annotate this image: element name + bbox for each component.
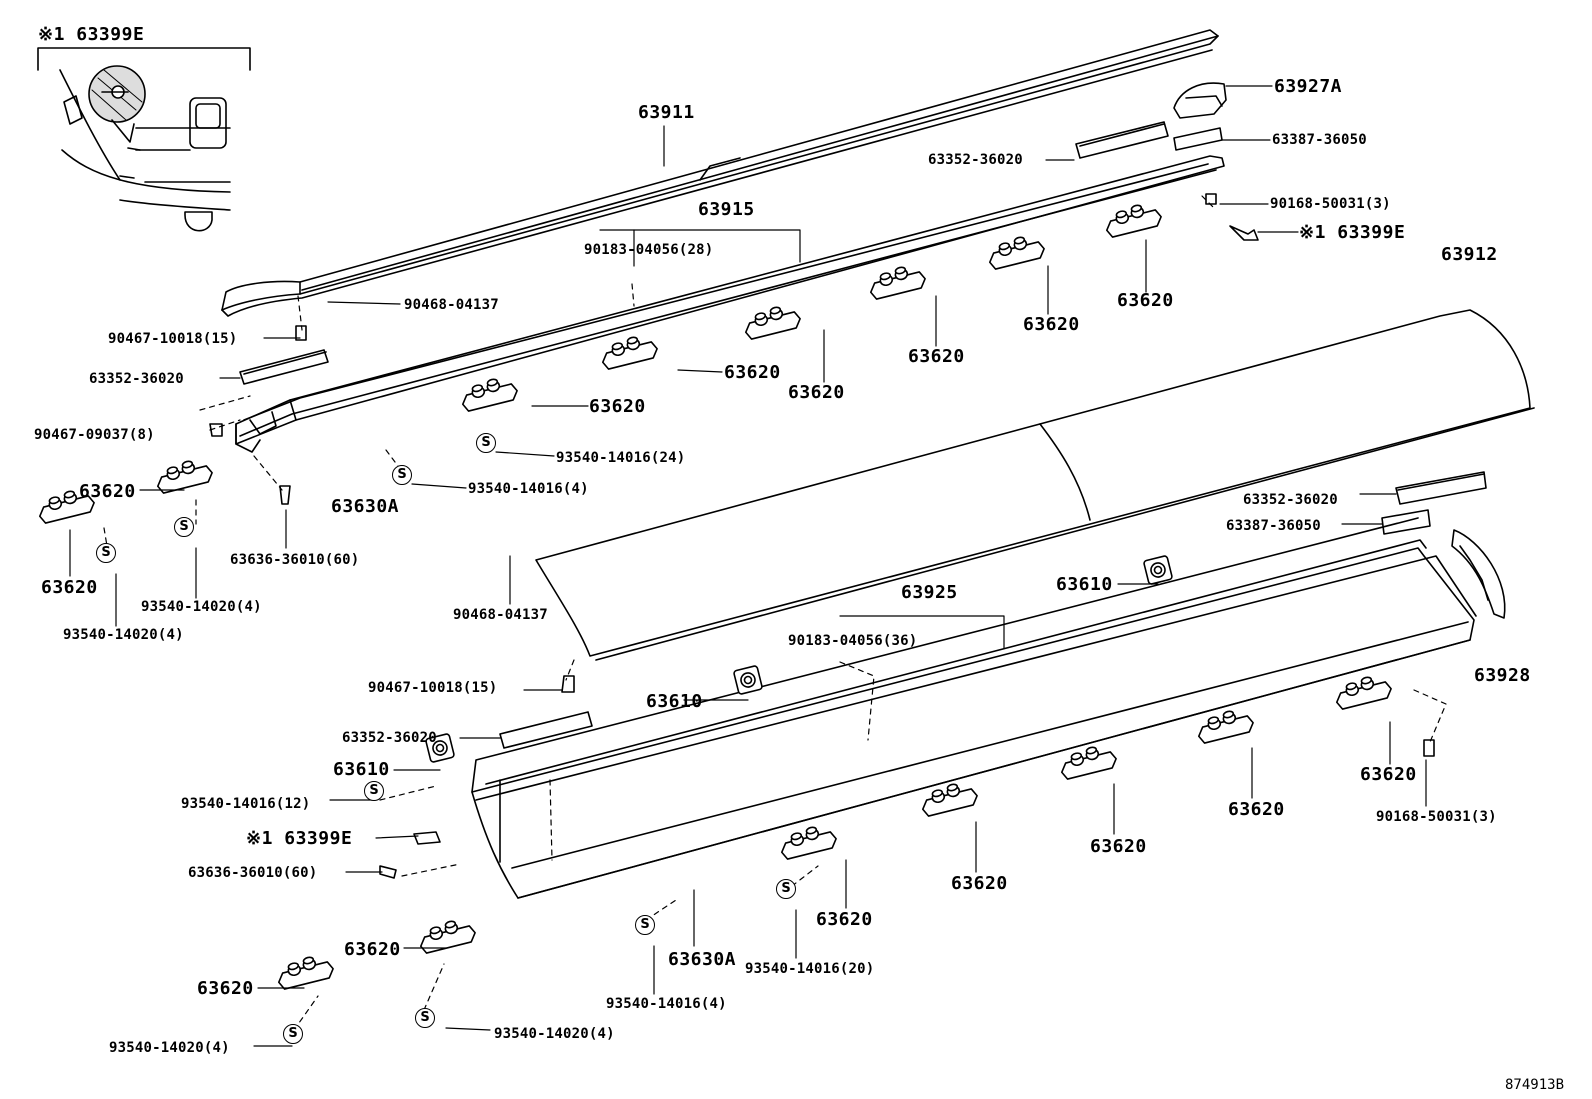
molding-63911 [221,29,1219,317]
part-label-63927A: 63927A [1274,76,1343,97]
clip-63620 [1060,746,1117,780]
clip-63620 [1335,676,1392,710]
s-symbol: S [415,1008,435,1028]
clip-63620 [277,956,334,990]
clip-63620 [988,236,1045,270]
part-label-63620-f: 63620 [589,396,646,417]
part-label-63911: 63911 [638,102,695,123]
part-label-63620-m: 63620 [816,909,873,930]
part-label-63620-g: 63620 [79,481,136,502]
nut-63610 [1143,555,1173,585]
clip-63620 [601,336,658,370]
s-symbol: S [96,543,116,563]
screws [209,193,1435,879]
part-label-90183-04056-36: 90183-04056(36) [788,633,918,649]
part-label-93540-14020-a: 93540-14020(4) [141,599,262,615]
part-label-63630A-top: 63630A [331,496,400,517]
part-label-63925: 63925 [901,582,958,603]
part-label-63610-left: 63610 [333,759,390,780]
part-label-93540-14016-4-bottom: 93540-14016(4) [606,996,727,1012]
part-label-90468-04137-top: 90468-04137 [404,297,499,313]
clip-63620 [869,266,926,300]
part-label-63620-b: 63620 [1023,314,1080,335]
part-label-63620-h: 63620 [41,577,98,598]
part-label-63352-36020-bottom: 63352-36020 [342,730,437,746]
panel-63925 [471,517,1477,899]
clip-63620 [921,783,978,817]
s-symbol: S [283,1024,303,1044]
part-label-93540-14020-c: 93540-14020(4) [494,1026,615,1042]
part-label-63610-top: 63610 [1056,574,1113,595]
part-label-63352-36020-top: 63352-36020 [928,152,1023,168]
part-label-63636-36010-top: 63636-36010(60) [230,552,360,568]
part-label-63620-o: 63620 [197,978,254,999]
part-label-63630A-bottom: 63630A [668,949,737,970]
part-label-63915: 63915 [698,199,755,220]
clip-63620 [744,306,801,340]
s-symbol: S [174,517,194,537]
dashed-lines [103,195,1447,1031]
clip-63620 [38,490,95,524]
part-label-63387-36050-right: 63387-36050 [1226,518,1321,534]
part-label-90467-09037: 90467-09037(8) [34,427,155,443]
s-symbol: S [364,781,384,801]
clip-63620 [780,826,837,860]
nut-63610 [733,665,763,695]
end-caps [1173,82,1506,619]
part-label-63620-k: 63620 [1090,836,1147,857]
nut-63610 [425,733,455,763]
part-label-874913B: 874913B [1505,1077,1565,1093]
part-label-93540-14020-d: 93540-14020(4) [109,1040,230,1056]
part-label-63620-j: 63620 [1228,799,1285,820]
part-label-63399E-left: ※1 63399E [246,828,353,849]
part-label-63620-i: 63620 [1360,764,1417,785]
clip-63620 [1197,710,1254,744]
part-label-63399E-right: ※1 63399E [1299,222,1406,243]
part-label-90183-04056-28: 90183-04056(28) [584,242,714,258]
clips-layer [38,204,1392,990]
clip-63620 [419,920,476,954]
s-symbol: S [476,433,496,453]
inset-detail [37,47,251,232]
part-label-93540-14020-b: 93540-14020(4) [63,627,184,643]
part-label-63352-36020-right: 63352-36020 [1243,492,1338,508]
part-label-90168-50031-top: 90168-50031(3) [1270,196,1391,212]
part-label-93540-14016-12: 93540-14016(12) [181,796,311,812]
clip-63620 [1105,204,1162,238]
clip-63620 [461,378,518,412]
s-symbol: S [392,465,412,485]
part-label-90467-10018-top: 90467-10018(15) [108,331,238,347]
clip-63620 [156,460,213,494]
part-label-63620-l: 63620 [951,873,1008,894]
part-label-63620-c: 63620 [908,346,965,367]
part-label-63620-n: 63620 [344,939,401,960]
panel-63912 [535,309,1535,661]
part-label-90467-10018-mid: 90467-10018(15) [368,680,498,696]
part-label-63352-36020-left: 63352-36020 [89,371,184,387]
nuts-layer [425,555,1173,763]
part-label-63928: 63928 [1474,665,1531,686]
part-label-63387-36050-top: 63387-36050 [1272,132,1367,148]
part-label-93540-14016-20: 93540-14016(20) [745,961,875,977]
part-label-90468-04137-mid: 90468-04137 [453,607,548,623]
molding-63915 [235,155,1225,453]
part-label-63620-d: 63620 [724,362,781,383]
part-label-63912: 63912 [1441,244,1498,265]
part-label-63620-a: 63620 [1117,290,1174,311]
part-label-93540-14016-24: 93540-14016(24) [556,450,686,466]
s-symbol: S [776,879,796,899]
part-label-63636-36010-bottom: 63636-36010(60) [188,865,318,881]
leader-lines [69,85,1427,1047]
blocks [239,121,1487,749]
s-symbol: S [635,915,655,935]
part-label-90168-50031-bottom: 90168-50031(3) [1376,809,1497,825]
part-label-63610-mid: 63610 [646,691,703,712]
part-label-63620-e: 63620 [788,382,845,403]
part-label-93540-14016-4-top: 93540-14016(4) [468,481,589,497]
inset-label: ※1 63399E [38,24,145,45]
